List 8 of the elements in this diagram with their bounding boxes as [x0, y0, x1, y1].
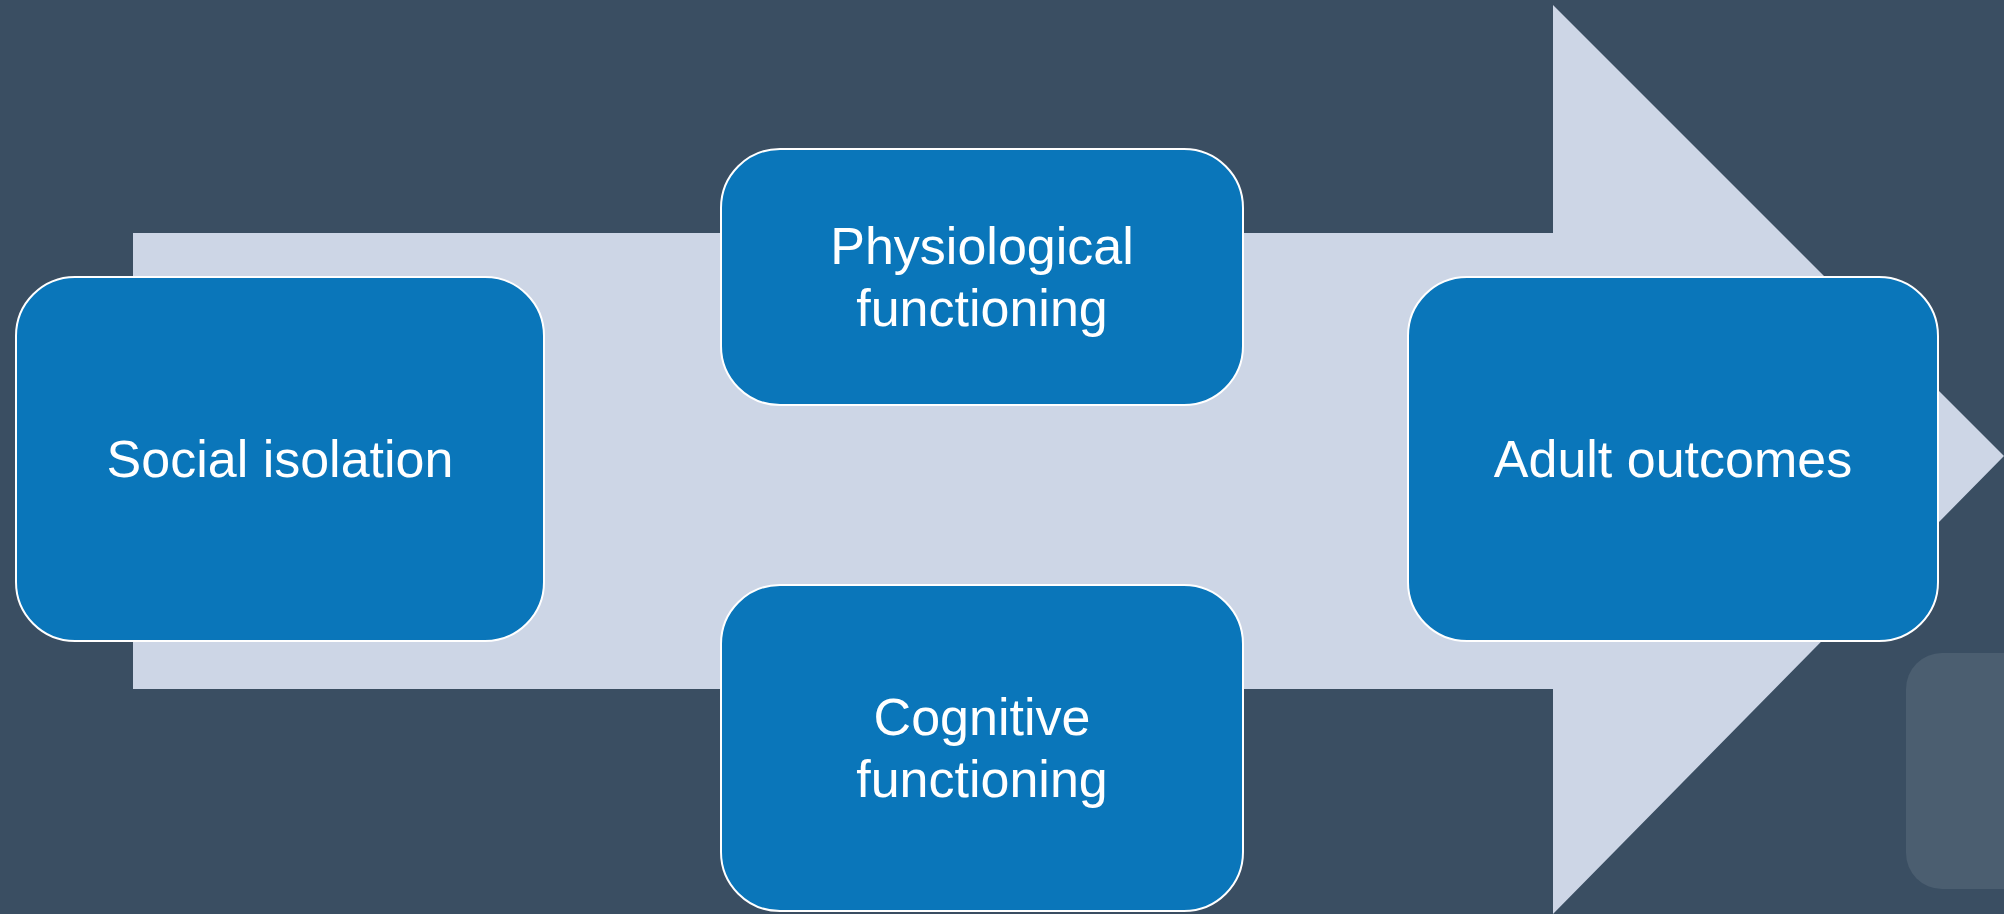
- box-label: Cognitive functioning: [855, 686, 1109, 810]
- process-box: [1407, 276, 1939, 642]
- box-label: Physiological functioning: [829, 215, 1135, 339]
- box-label: Social isolation: [106, 428, 454, 490]
- box-label: Adult outcomes: [1493, 428, 1853, 490]
- process-box: [720, 584, 1244, 912]
- process-box: [720, 148, 1244, 406]
- process-box: [15, 276, 545, 642]
